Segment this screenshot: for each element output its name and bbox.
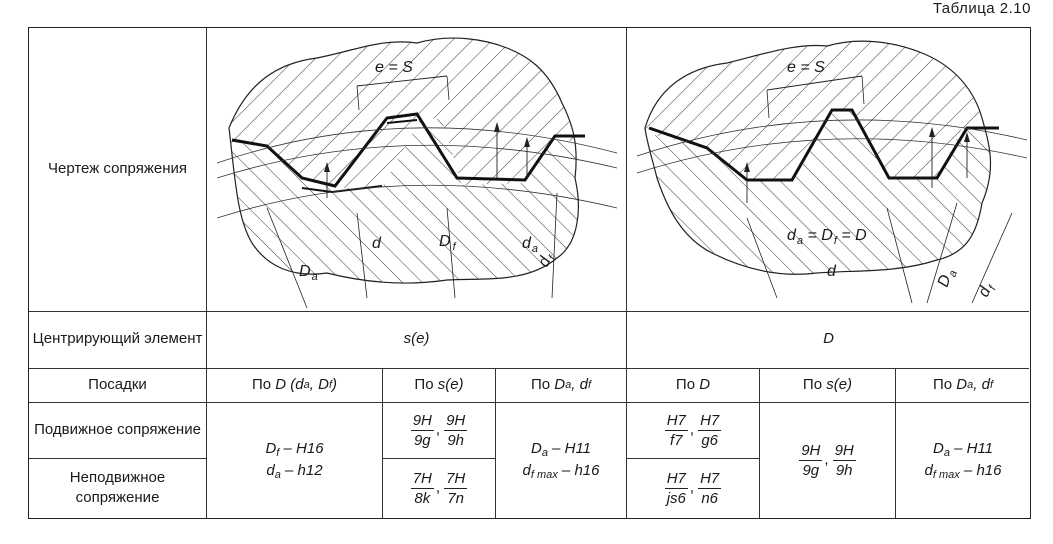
h3-sub-a: a — [565, 378, 572, 391]
h4-prefix: По — [675, 375, 696, 393]
vline-label — [206, 28, 207, 518]
centering-left-value: s(e) — [403, 330, 430, 348]
h2-main: s(e) — [437, 375, 464, 393]
table-caption: Таблица 2.10 — [932, 0, 1031, 17]
hline-4b — [382, 458, 495, 459]
col3-line2: df max – h16 — [522, 461, 600, 481]
label-da-eq-Df-eq-D: da = Df = D — [787, 227, 867, 247]
label-Da: Da — [299, 263, 318, 283]
col1-line2: da – h12 — [266, 461, 322, 483]
h6-sub-f: f — [989, 378, 993, 391]
label-e-eq-s-right: e = S — [787, 59, 825, 76]
h1-main: D — [275, 375, 287, 393]
h4-main: D — [699, 375, 711, 393]
h3-main: D — [554, 375, 566, 393]
h1-open: (d — [290, 375, 304, 393]
col1-l1-rest: – H16 — [279, 439, 324, 457]
fits-header-5: По s(e) — [760, 368, 895, 402]
h6-comma: , d — [973, 375, 990, 393]
col6-line2: df max – h16 — [924, 461, 1002, 481]
row-label-mobile: Подвижное сопряжение — [34, 420, 201, 438]
row-label-fits: Посадки — [88, 375, 147, 393]
col1-l1-main: D — [265, 439, 277, 457]
vline-middle — [626, 28, 627, 518]
row-label-centering: Центрирующий элемент — [32, 330, 203, 348]
label-da: da — [522, 235, 538, 255]
hline-2 — [29, 368, 1029, 369]
centering-right-value: D — [823, 330, 834, 348]
h3-sub-f: f — [587, 378, 591, 391]
col1-l2-sub: a — [274, 468, 281, 481]
col1-l1-sub: f — [276, 446, 280, 459]
vline-c2 — [382, 368, 383, 518]
label-df-right: df — [975, 280, 999, 301]
fits-header-2: По s(e) — [383, 368, 495, 402]
h2-prefix: По — [414, 375, 434, 393]
label-d-right: d — [827, 263, 837, 280]
vline-c6 — [895, 368, 896, 518]
label-e-eq-s: e = S — [375, 59, 413, 76]
h6-main: D — [956, 375, 968, 393]
hline-3 — [29, 402, 1029, 403]
col1-l2-rest: – h12 — [280, 461, 323, 479]
h3-prefix: По — [530, 375, 551, 393]
col1-l2-main: d — [266, 461, 275, 479]
col1-line1: Df – H16 — [265, 439, 323, 461]
drawing-centering-by-outer-diameter: e = S da = Df = D d Da df — [636, 40, 1028, 304]
h6-sub-a: a — [967, 378, 974, 391]
hline-1 — [29, 311, 1029, 312]
h1-sub-a: a — [303, 378, 310, 391]
label-df: df — [535, 250, 559, 271]
row-label-fixed: Неподвижное сопряжение — [69, 468, 166, 506]
vline-c5 — [759, 368, 760, 518]
h5-prefix: По — [802, 375, 823, 393]
h6-prefix: По — [932, 375, 953, 393]
row-label-drawing: Чертеж сопряжения — [47, 160, 188, 178]
col1-tolerances: Df – H16 da – h12 — [207, 403, 382, 518]
col6-line1: Da – H11 — [932, 439, 994, 459]
h1-comma: , D — [309, 375, 329, 393]
h1-sub-f: f — [328, 378, 332, 391]
spline-fit-table: Чертеж сопряжения Центрирующий элемент П… — [28, 27, 1031, 519]
hline-4a — [29, 458, 207, 459]
h3-comma: , d — [571, 375, 588, 393]
hline-4c — [626, 458, 759, 459]
vline-c3 — [495, 368, 496, 518]
col3-line1: Da – H11 — [530, 439, 592, 459]
label-d: d — [372, 235, 382, 252]
fits-header-4: По D — [627, 368, 759, 402]
h1-close: ) — [332, 375, 337, 393]
h5-main: s(e) — [826, 375, 853, 393]
h1-prefix: По — [251, 375, 272, 393]
label-Da-right: Da — [935, 266, 960, 290]
col3-tolerances: Da – H11 df max – h16 — [496, 403, 626, 518]
col6-tolerances: Da – H11 df max – h16 — [896, 403, 1030, 518]
